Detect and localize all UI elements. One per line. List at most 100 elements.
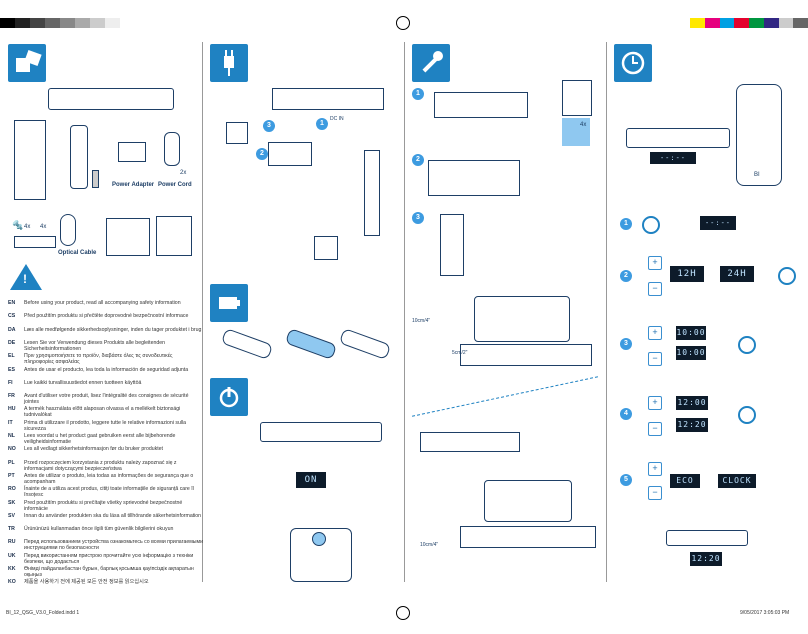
tv-illustration — [474, 296, 570, 342]
minus-button[interactable]: − — [648, 352, 662, 366]
language-code: RU — [8, 539, 16, 546]
language-text: Өнімді пайдаланбастан бұрын, барлық қосы… — [24, 566, 194, 578]
hour-display: 10:00 — [676, 326, 706, 340]
format-12h: 12H — [670, 266, 704, 282]
hour-display-b: 10:00 — [676, 346, 706, 360]
table-gap-label-2: 10cm/4" — [420, 542, 439, 548]
divider — [606, 42, 607, 582]
step-number: 3 — [263, 120, 275, 132]
confirm-clock-icon[interactable] — [738, 406, 756, 424]
language-text: A termék használata előtt alaposan olvas… — [24, 406, 181, 419]
tool-badge — [562, 80, 592, 116]
language-code: TR — [8, 526, 15, 533]
language-text: Before using your product, read all acco… — [24, 300, 181, 306]
wrench-icon — [412, 44, 450, 82]
warning-mark: ! — [23, 272, 27, 286]
language-code: RO — [8, 486, 16, 493]
screw-count-b: 4x — [40, 224, 47, 230]
stand-illustration-2 — [460, 526, 596, 548]
clock-display-step1: --:-- — [700, 216, 736, 230]
language-text: Lees voordat u het product gaat gebruike… — [24, 433, 176, 445]
language-text: Przed rozpoczęciem korzystania z produkt… — [24, 459, 177, 472]
step-number: 1 — [316, 118, 328, 130]
language-code: PT — [8, 472, 15, 479]
registration-mark-top — [396, 16, 410, 30]
time-display: 12:00 — [676, 396, 708, 410]
battery-badge-icon — [210, 284, 248, 322]
optical-cable-illustration — [60, 214, 76, 246]
remote-large-illustration — [736, 84, 782, 186]
confirm-clock-icon[interactable] — [778, 267, 796, 285]
screw-count: 4x — [580, 122, 587, 128]
divider — [202, 42, 203, 582]
footer-right: 9/05/2017 3:05:03 PM — [740, 610, 790, 616]
minus-button[interactable]: − — [648, 422, 662, 436]
cord-count-label: 2x — [180, 170, 187, 176]
language-text: Avant d'utiliser votre produit, lisez l'… — [24, 393, 189, 406]
language-code: CS — [8, 313, 16, 320]
confirm-clock-icon[interactable] — [738, 336, 756, 354]
language-text: Antes de utilizar o produto, leia todas … — [24, 472, 194, 485]
language-text: Před použitím produktu si přečtěte dopro… — [24, 313, 189, 320]
language-text: Antes de usar el producto, lea toda la i… — [24, 366, 189, 373]
clock-button-icon[interactable] — [642, 216, 660, 234]
language-code: NO — [8, 446, 16, 453]
language-text: Перед использованием устройства ознакомь… — [24, 539, 203, 552]
safety-language-row: NL Lees voordat u het product gaat gebrui… — [8, 433, 204, 445]
power-adapter-label: Power Adapter — [112, 182, 155, 188]
soundbar-bracket-illustration — [434, 92, 528, 118]
dashed-separator — [411, 376, 599, 417]
soundbar-front-final — [666, 530, 748, 546]
registration-mark-bottom — [396, 606, 410, 620]
plus-button[interactable]: + — [648, 396, 662, 410]
eco-display: ECO — [670, 474, 700, 488]
minus-button[interactable]: − — [648, 282, 662, 296]
language-text: Prima di utilizzare il prodotto, leggere… — [24, 419, 187, 432]
display-on: ON — [296, 472, 326, 488]
minus-button[interactable]: − — [648, 486, 662, 500]
language-code: SV — [8, 512, 15, 519]
plus-button[interactable]: + — [648, 326, 662, 340]
language-code: NL — [8, 433, 15, 439]
table-gap-label: 5cm/2" — [452, 350, 468, 356]
color-bar — [690, 18, 808, 28]
wall-socket-illustration — [314, 236, 338, 260]
time-display-b: 12:20 — [676, 418, 708, 432]
guide-illustration — [156, 216, 192, 256]
language-text: Перед використанням пристрою прочитайте … — [24, 552, 194, 565]
step-number: 4 — [620, 408, 632, 420]
plus-button[interactable]: + — [648, 256, 662, 270]
safety-language-row: RU Перед использованием устройства ознако… — [8, 539, 204, 551]
subwoofer-side-illustration — [364, 150, 380, 236]
plus-button[interactable]: + — [648, 462, 662, 476]
tv-illustration-2 — [484, 480, 572, 522]
wall-socket-illustration — [226, 122, 248, 144]
manual-illustration — [106, 218, 150, 256]
language-text: Innan du använder produkten ska du läsa … — [24, 512, 202, 519]
remote-open-3 — [338, 327, 392, 361]
soundbar-front-illustration — [260, 422, 382, 442]
stand-illustration — [460, 344, 592, 366]
step-number: 1 — [412, 88, 424, 100]
warning-icon — [10, 264, 42, 290]
screw-badge — [562, 118, 590, 146]
power-cord-illustration — [164, 132, 180, 166]
language-code: IT — [8, 419, 13, 426]
step-number: 5 — [620, 474, 632, 486]
final-display: 12:20 — [690, 552, 722, 566]
language-code: EN — [8, 300, 16, 306]
subwoofer-illustration — [14, 120, 46, 200]
remote-label: BI — [754, 172, 760, 178]
language-code: HU — [8, 406, 16, 413]
clock-badge-icon — [614, 44, 652, 82]
